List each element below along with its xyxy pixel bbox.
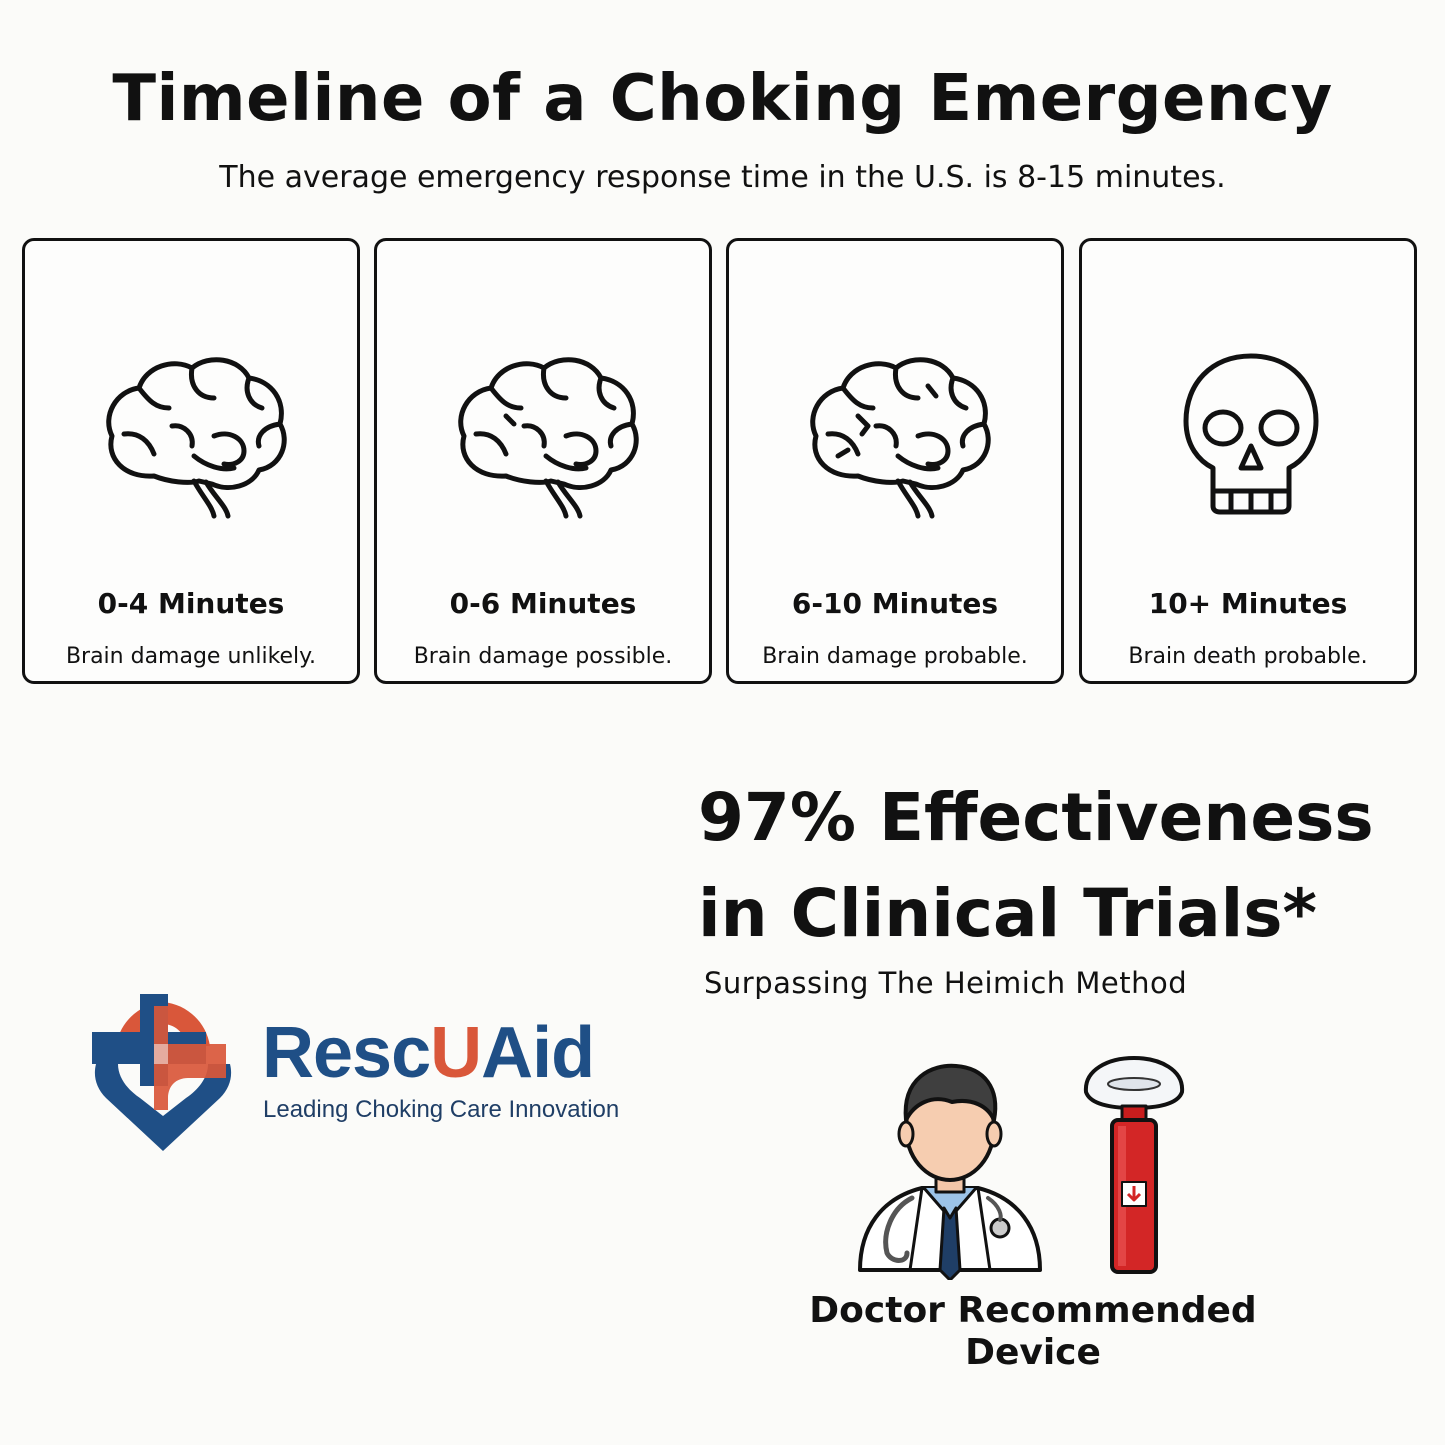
- effectiveness-line-2: in Clinical Trials*: [698, 875, 1318, 952]
- brain-icon: [798, 346, 998, 526]
- doctor-recommended-label: Doctor Recommended Device: [800, 1290, 1266, 1374]
- page-title: Timeline of a Choking Emergency: [112, 62, 1333, 136]
- timeline-card-10-plus: 10+ Minutes Brain death probable.: [1079, 238, 1417, 684]
- brand-tagline: Leading Choking Care Innovation: [263, 1096, 620, 1123]
- card-time-label: 6-10 Minutes: [791, 587, 999, 620]
- brand-name-part-3: Aid: [481, 1013, 595, 1093]
- brain-icon: [446, 346, 646, 526]
- card-time-label: 0-6 Minutes: [449, 587, 637, 620]
- card-description: Brain death probable.: [1128, 644, 1368, 669]
- recommended-line-2: Device: [965, 1332, 1101, 1373]
- page-subtitle: The average emergency response time in t…: [219, 160, 1226, 195]
- card-time-label: 0-4 Minutes: [97, 587, 285, 620]
- effectiveness-line-1: 97% Effectiveness: [698, 779, 1374, 856]
- card-description: Brain damage possible.: [413, 644, 673, 669]
- timeline-card-0-6: 0-6 Minutes Brain damage possible.: [374, 238, 712, 684]
- card-description: Brain damage unlikely.: [65, 644, 317, 669]
- effectiveness-headline: 97% Effectiveness in Clinical Trials*: [698, 770, 1418, 962]
- brand-name-part-1: Resc: [262, 1013, 431, 1093]
- rescuaid-logo-icon: [88, 986, 238, 1156]
- timeline-card-0-4: 0-4 Minutes Brain damage unlikely.: [22, 238, 360, 684]
- skull-icon: [1151, 346, 1351, 526]
- card-description: Brain damage probable.: [762, 644, 1028, 669]
- brain-icon: [94, 346, 294, 526]
- timeline-card-6-10: 6-10 Minutes Brain damage probable.: [726, 238, 1064, 684]
- card-time-label: 10+ Minutes: [1148, 587, 1348, 620]
- doctor-icon: [852, 1058, 1048, 1282]
- recommended-line-1: Doctor Recommended: [809, 1290, 1257, 1331]
- brand-name: RescUAid: [262, 1012, 595, 1094]
- brand-name-part-2: U: [430, 1013, 482, 1093]
- effectiveness-subtitle: Surpassing The Heimich Method: [704, 966, 1188, 1000]
- anti-choking-device-icon: [1078, 1052, 1190, 1280]
